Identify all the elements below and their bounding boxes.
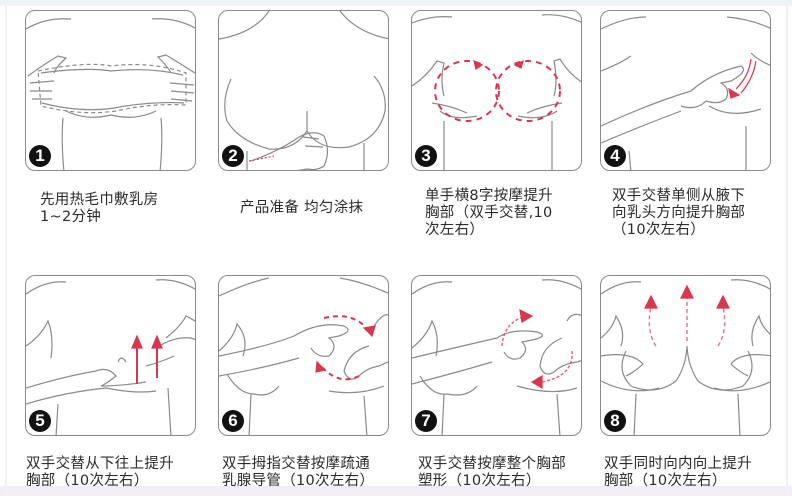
step-caption: 双手交替从下往上提升 胸部（10次左右） <box>26 456 174 489</box>
step-number-badge: 1 <box>29 145 51 167</box>
step-number-badge: 3 <box>415 145 437 167</box>
step-7-illustration: 7 <box>411 275 582 436</box>
step-number-badge: 5 <box>29 410 51 432</box>
apply-product-icon <box>219 11 388 170</box>
figure-eight-massage-icon <box>412 14 581 170</box>
step-3-illustration: 3 <box>411 10 582 171</box>
thumb-duct-massage-icon <box>219 277 388 435</box>
step-5-illustration: 5 <box>25 275 196 436</box>
bottom-strip <box>0 486 792 496</box>
step-number-badge: 2 <box>222 145 244 167</box>
step-number-badge: 4 <box>604 145 626 167</box>
armpit-lift-icon <box>601 16 770 170</box>
step-6-illustration: 6 <box>218 275 389 436</box>
warm-towel-icon <box>26 18 195 170</box>
step-caption: 双手拇指交替按摩疏通 乳腺导管（10次左右） <box>222 456 375 489</box>
step-caption: 双手交替按摩整个胸部 塑形（10次左右） <box>418 456 566 489</box>
step-number-badge: 6 <box>222 410 244 432</box>
bottom-up-lift-icon <box>26 279 195 435</box>
step-number-badge: 7 <box>415 410 437 432</box>
step-1-illustration: 1 <box>25 10 196 171</box>
inward-upward-lift-icon <box>601 279 770 435</box>
step-caption: 产品准备 均匀涂抹 <box>240 200 364 216</box>
step-caption: 双手同时向内向上提升 胸部（10次左右） <box>604 456 752 489</box>
step-4-illustration: 4 <box>600 10 771 171</box>
step-number-badge: 8 <box>604 410 626 432</box>
full-chest-shaping-icon <box>412 279 581 435</box>
top-strip <box>0 0 792 6</box>
step-caption: 双手交替单侧从腋下 向乳头方向提升胸部 （10次左右） <box>612 188 746 238</box>
column-divider <box>786 0 788 496</box>
step-caption: 先用热毛巾敷乳房 1~2分钟 <box>40 192 159 225</box>
step-caption: 单手横8字按摩提升 胸部（双手交替,10 次左右） <box>425 188 553 238</box>
step-2-illustration: 2 <box>218 10 389 171</box>
step-8-illustration: 8 <box>600 275 771 436</box>
column-divider <box>5 0 7 496</box>
